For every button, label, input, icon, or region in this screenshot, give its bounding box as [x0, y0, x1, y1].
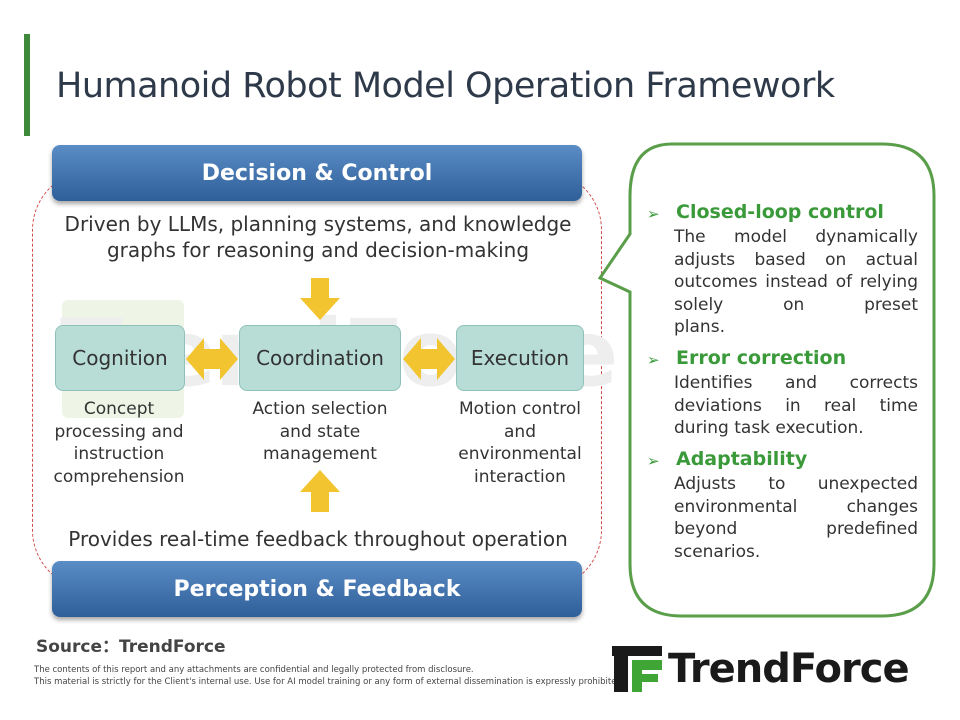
callout-body-text: The model dynamically adjusts based on a…: [674, 227, 918, 315]
stage-coordination: Coordination: [239, 325, 401, 391]
callout-body-last-line: during task execution.: [674, 418, 864, 438]
feedback-description: Provides real-time feedback throughout o…: [68, 527, 568, 551]
callout-heading-closed-loop: Closed-loop control: [676, 201, 884, 223]
perception-feedback-banner: Perception & Feedback: [52, 561, 582, 617]
callout-body-last-line: scenarios.: [674, 541, 761, 562]
page-title: Humanoid Robot Model Operation Framework: [56, 66, 835, 106]
callout-heading-adaptability: Adaptability: [676, 448, 808, 470]
source-label: Source：TrendForce: [36, 637, 226, 657]
callout-body-text: Identifies and corrects deviations in re…: [674, 373, 918, 416]
double-arrow-icon: [403, 338, 455, 380]
callout-body-text: Adjusts to unexpected environmental chan…: [674, 474, 918, 539]
brand-name: TrendForce: [668, 646, 910, 692]
disclaimer-line-2: This material is strictly for the Client…: [34, 677, 625, 687]
decision-control-banner: Decision & Control: [52, 145, 582, 201]
disclaimer-line-1: The contents of this report and any atta…: [34, 665, 474, 675]
arrow-down-icon: [300, 278, 340, 320]
callout-body-adaptability: Adjusts to unexpected environmental chan…: [674, 473, 918, 563]
cognition-description: Concept processing and instruction compr…: [53, 399, 185, 487]
coordination-description: Action selection and state management: [252, 399, 388, 464]
callout-body-last-line: plans.: [674, 317, 725, 337]
execution-description: Motion control and environmental interac…: [458, 399, 582, 487]
title-accent-bar: [24, 34, 30, 136]
callout-bubble: [598, 142, 936, 618]
callout-body-error-correction: Identifies and corrects deviations in re…: [674, 372, 918, 440]
arrow-up-icon: [300, 470, 340, 512]
check-arrow-icon: ➢: [647, 205, 660, 223]
disclaimer: The contents of this report and any atta…: [34, 664, 625, 688]
decision-description: Driven by LLMs, planning systems, and kn…: [64, 212, 572, 262]
trendforce-logo-icon: [612, 646, 662, 692]
stage-execution: Execution: [456, 325, 584, 391]
check-arrow-icon: ➢: [647, 452, 660, 470]
stage-cognition: Cognition: [55, 325, 185, 391]
callout-heading-error-correction: Error correction: [676, 347, 847, 369]
double-arrow-icon: [186, 338, 238, 380]
check-arrow-icon: ➢: [647, 351, 660, 369]
callout-body-closed-loop: The model dynamically adjusts based on a…: [674, 226, 918, 339]
